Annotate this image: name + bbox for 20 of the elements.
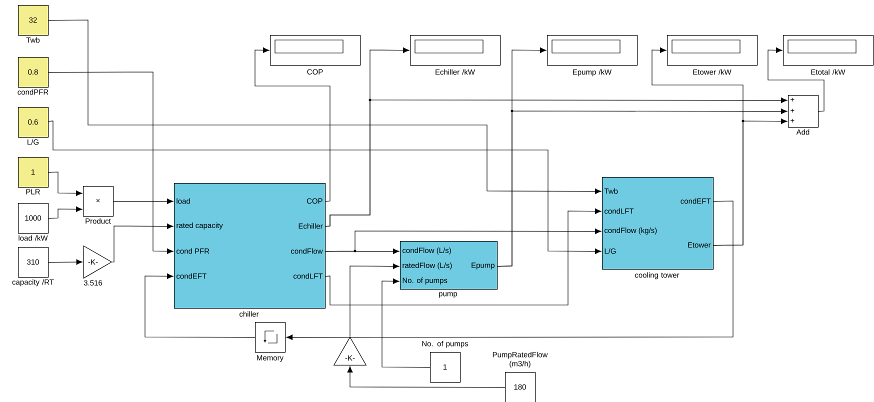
signal-arrow [144,274,256,338]
signal-arrow [48,206,82,219]
signal-arrow [286,200,734,340]
signal-arrow [254,47,330,202]
signal-arrow [48,20,602,194]
signal-arrow [48,72,174,254]
signal-arrow [347,366,506,388]
signal-arrow [350,264,400,337]
signal-arrow [325,98,788,227]
signal-arrow [112,224,174,262]
signal-arrow [497,108,788,267]
signal-arrow [48,120,602,254]
signal-arrow [325,228,602,252]
signal-arrow [382,278,430,368]
signal-arrow [768,47,824,112]
signal-arrow [325,208,602,306]
signal-arrow [713,118,788,246]
signal-arrow [48,172,82,196]
signal-arrow [113,198,174,204]
signal-arrow [48,259,83,265]
